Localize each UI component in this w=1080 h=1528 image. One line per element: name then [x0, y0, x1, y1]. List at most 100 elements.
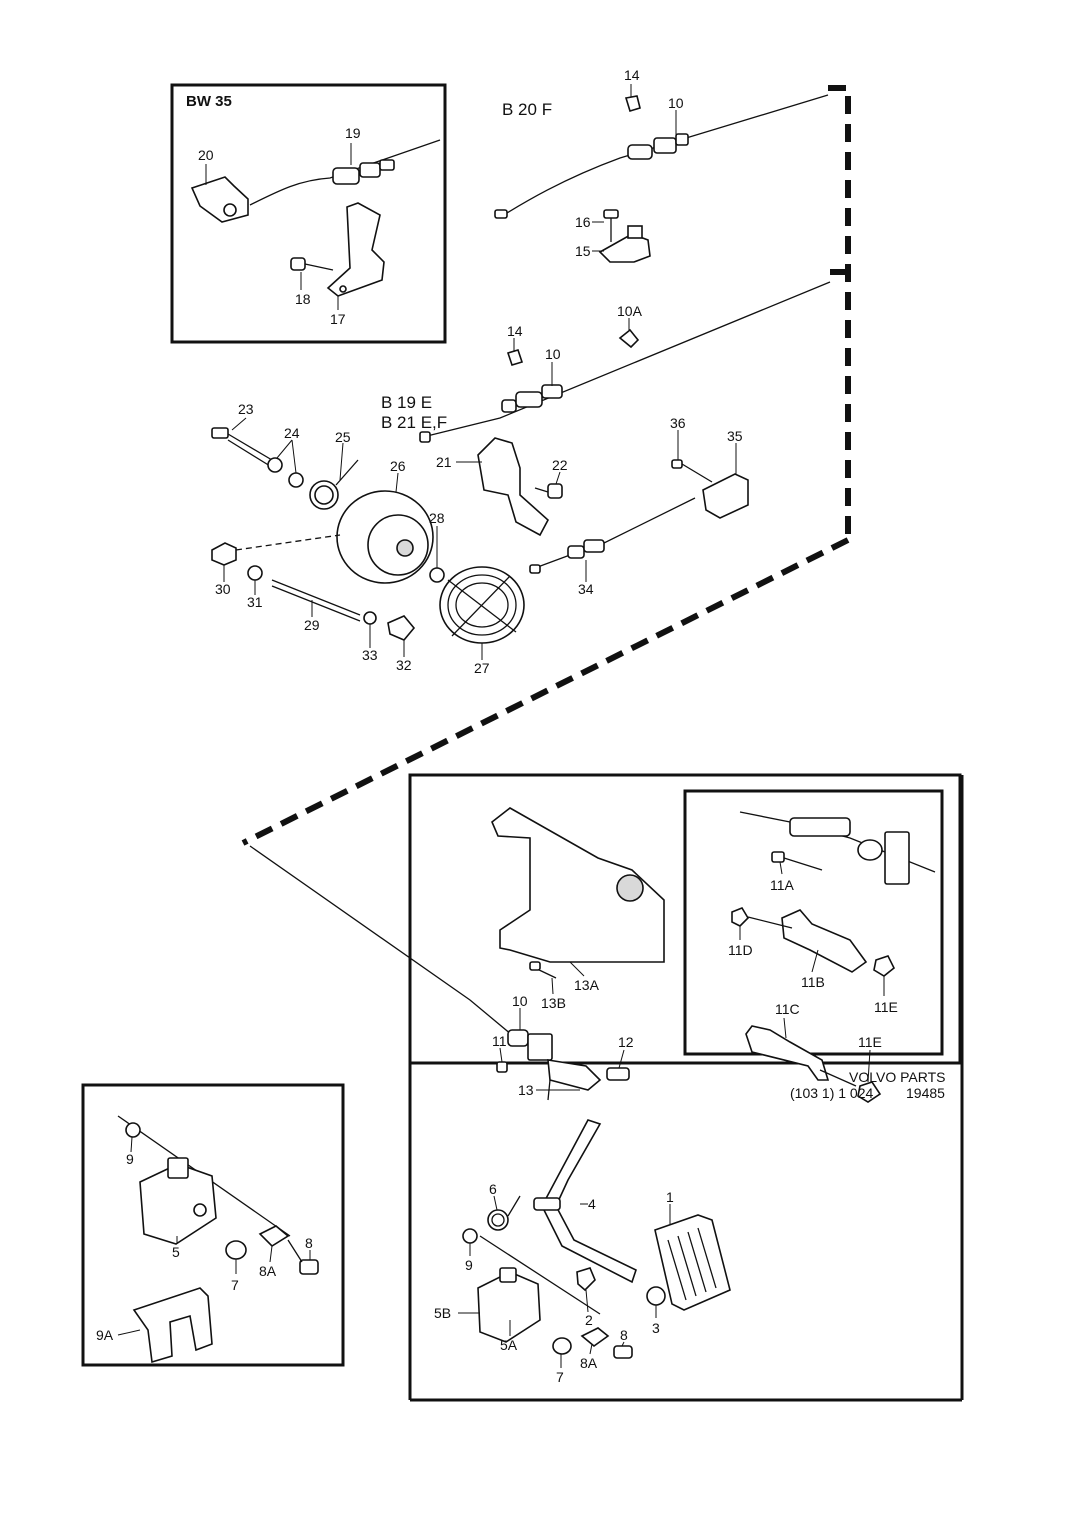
- footer-code: (103 1) 1 024: [790, 1085, 873, 1101]
- cable-fitting-10-lower: [507, 1029, 553, 1061]
- leader-13A: [569, 961, 585, 977]
- label-24: 24: [284, 425, 300, 441]
- label-13A: 13A: [574, 977, 600, 993]
- label-16: 16: [575, 214, 591, 230]
- washer-31: [247, 565, 263, 581]
- leader-11: [499, 1047, 503, 1063]
- label-35: 35: [727, 428, 743, 444]
- label-9a: 9: [126, 1151, 134, 1167]
- label-34: 34: [578, 581, 594, 597]
- dashed-link-lower: [479, 1235, 601, 1315]
- bolt-16: [603, 209, 619, 242]
- label-8Aa: 8A: [259, 1263, 277, 1279]
- clip-10A: [618, 328, 640, 349]
- label-8a: 8: [305, 1235, 313, 1251]
- label-21: 21: [436, 454, 452, 470]
- label-13: 13: [518, 1082, 534, 1098]
- label-7b: 7: [556, 1369, 564, 1385]
- nut-9-lower: [462, 1228, 478, 1244]
- label-20: 20: [198, 147, 214, 163]
- bw35-title: BW 35: [186, 93, 232, 110]
- spacers-24: [267, 457, 304, 488]
- plate-9A: [132, 1287, 213, 1364]
- cable-19: [249, 139, 441, 206]
- bracket-5A: [477, 1267, 541, 1343]
- bracket-21: [477, 437, 550, 537]
- variant-b20f: B 20 F: [502, 100, 552, 119]
- label-17: 17: [330, 311, 346, 327]
- label-8Ab: 8A: [580, 1355, 598, 1371]
- label-15: 15: [575, 243, 591, 259]
- lever-13: [547, 1059, 602, 1101]
- bracket-35: [702, 473, 749, 519]
- label-1: 1: [666, 1189, 674, 1205]
- bracket-11B: [781, 909, 868, 973]
- bracket-15: [598, 225, 651, 263]
- label-11D: 11D: [728, 942, 753, 958]
- leader-2: [585, 1289, 589, 1313]
- nut-9-upper: [125, 1122, 141, 1138]
- screw-13B: [529, 961, 557, 979]
- pedal-arm-4: [533, 1119, 637, 1284]
- washer-28: [429, 567, 445, 583]
- label-9b: 9: [465, 1257, 473, 1273]
- label-33: 33: [362, 647, 378, 663]
- cable-10-upper: [501, 94, 829, 217]
- cable-10-middle: [422, 281, 831, 438]
- label-12: 12: [618, 1034, 634, 1050]
- rod-29: [271, 579, 361, 622]
- leader-24b: [291, 439, 297, 474]
- leader-8Aa: [269, 1245, 273, 1263]
- inset-frame-bw35: [170, 83, 447, 344]
- bracket-17: [326, 202, 385, 297]
- label-11E2: 11E: [858, 1034, 882, 1050]
- label-11C: 11C: [775, 1001, 800, 1017]
- leader-24a: [276, 439, 293, 459]
- label-4: 4: [588, 1196, 596, 1212]
- cover-13A: [491, 807, 665, 963]
- label-14a: 14: [624, 67, 640, 83]
- cable-10-lower: [249, 845, 519, 1041]
- bolt-8-lower: [613, 1345, 633, 1359]
- leader-26: [395, 472, 399, 493]
- label-14b: 14: [507, 323, 523, 339]
- bolt-22: [534, 483, 563, 499]
- cable-end-10-middle: [419, 431, 431, 443]
- label-7a: 7: [231, 1277, 239, 1293]
- bumper-7-upper: [225, 1240, 247, 1260]
- leader-9a: [130, 1136, 133, 1153]
- label-5B: 5B: [434, 1305, 451, 1321]
- clip-8A-upper: [258, 1225, 290, 1248]
- label-27: 27: [474, 660, 490, 676]
- label-11B: 11B: [801, 974, 825, 990]
- leader-25: [339, 442, 344, 481]
- nut-11E-lower: [857, 1081, 882, 1103]
- bracket-5: [139, 1157, 217, 1245]
- ball-joint-32: [387, 615, 416, 641]
- dashed-link-30-26: [235, 534, 341, 551]
- label-5A: 5A: [500, 1337, 518, 1353]
- bolt-12: [606, 1067, 630, 1081]
- cable-34: [529, 497, 696, 574]
- leader-11E2: [867, 1049, 871, 1083]
- leader-11B: [811, 949, 819, 973]
- leader-23: [231, 417, 247, 431]
- bolt-18: [290, 257, 334, 271]
- cable-end-10-upper: [494, 209, 508, 219]
- variant-b19e: B 19 E: [381, 393, 432, 412]
- label-5a: 5: [172, 1244, 180, 1260]
- label-9A: 9A: [96, 1327, 114, 1343]
- bracket-11C: [745, 1025, 857, 1087]
- label-28: 28: [429, 510, 445, 526]
- nut-30: [211, 542, 237, 566]
- washer-33: [363, 611, 377, 625]
- clip-8A-lower: [580, 1327, 610, 1348]
- nut-11E-upper: [873, 955, 896, 977]
- bolt-8-upper: [287, 1239, 319, 1275]
- clip-14-middle: [506, 349, 524, 366]
- bumper-7-lower: [552, 1337, 572, 1355]
- leader-8b: [621, 1341, 625, 1347]
- label-10A: 10A: [617, 303, 643, 319]
- cable-detail-11A: [739, 811, 936, 885]
- leader-13B: [551, 977, 554, 995]
